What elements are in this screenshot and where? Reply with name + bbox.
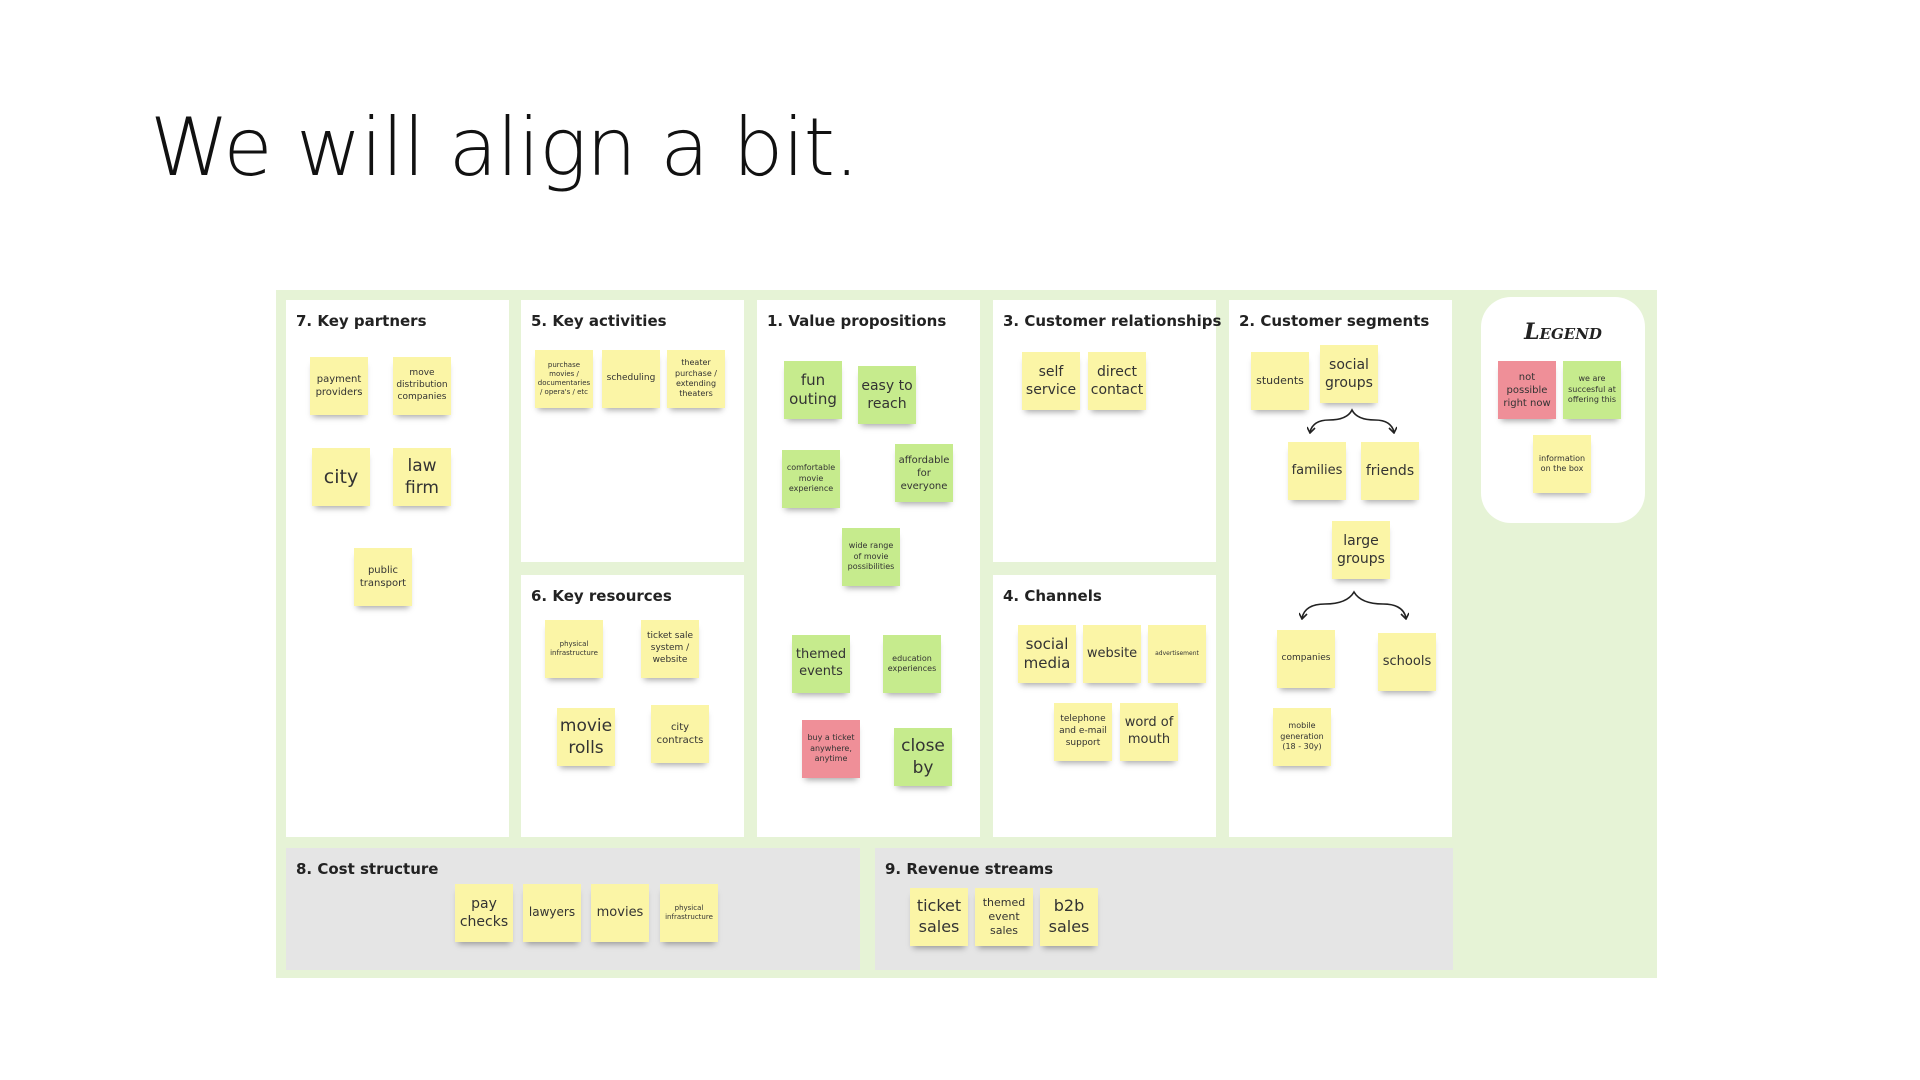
sticky-note[interactable]: advertisement [1148, 625, 1206, 683]
legend: Legend not possible right now we are suc… [1481, 297, 1645, 523]
sticky-note[interactable]: move distribution companies [393, 357, 451, 415]
sticky-note[interactable]: b2b sales [1040, 888, 1098, 946]
sticky-note[interactable]: public transport [354, 548, 412, 606]
legend-note-red: not possible right now [1498, 361, 1556, 419]
legend-note-green: we are succesful at offering this [1563, 361, 1621, 419]
panel-title: 6. Key resources [531, 587, 672, 605]
sticky-note[interactable]: ticket sales [910, 888, 968, 946]
sticky-note[interactable]: schools [1378, 633, 1436, 691]
sticky-note[interactable]: direct contact [1088, 352, 1146, 410]
sticky-note[interactable]: purchase movies / documentaries / opera'… [535, 350, 593, 408]
sticky-note[interactable]: telephone and e-mail support [1054, 703, 1112, 761]
sticky-note[interactable]: wide range of movie possibilities [842, 528, 900, 586]
panel-key-partners: 7. Key partners payment providers move d… [286, 300, 509, 837]
legend-title: Legend [1524, 319, 1602, 345]
panel-title: 1. Value propositions [767, 312, 947, 330]
sticky-note[interactable]: movie rolls [557, 708, 615, 766]
sticky-note[interactable]: companies [1277, 630, 1335, 688]
panel-title: 4. Channels [1003, 587, 1102, 605]
sticky-note[interactable]: students [1251, 352, 1309, 410]
sticky-note[interactable]: comfortable movie experience [782, 450, 840, 508]
sticky-note[interactable]: city [312, 448, 370, 506]
sticky-note[interactable]: friends [1361, 442, 1419, 500]
sticky-note[interactable]: self service [1022, 352, 1080, 410]
panel-title: 3. Customer relationships [1003, 312, 1222, 330]
sticky-note[interactable]: theater purchase / extending theaters [667, 350, 725, 408]
sticky-note[interactable]: large groups [1332, 521, 1390, 579]
sticky-note[interactable]: payment providers [310, 357, 368, 415]
sticky-note[interactable]: word of mouth [1120, 703, 1178, 761]
sticky-note[interactable]: physical infrastructure [660, 884, 718, 942]
brace-connector [1307, 408, 1397, 434]
sticky-note[interactable]: education experiences [883, 635, 941, 693]
sticky-note[interactable]: city contracts [651, 705, 709, 763]
panel-channels: 4. Channels social media website adverti… [993, 575, 1216, 837]
panel-title: 8. Cost structure [296, 860, 439, 878]
sticky-note[interactable]: easy to reach [858, 366, 916, 424]
sticky-note[interactable]: themed events [792, 635, 850, 693]
sticky-note[interactable]: close by [894, 728, 952, 786]
sticky-note[interactable]: pay checks [455, 884, 513, 942]
sticky-note[interactable]: families [1288, 442, 1346, 500]
panel-key-activities: 5. Key activities purchase movies / docu… [521, 300, 744, 562]
panel-title: 7. Key partners [296, 312, 427, 330]
sticky-note[interactable]: social groups [1320, 345, 1378, 403]
sticky-note[interactable]: movies [591, 884, 649, 942]
sticky-note[interactable]: mobile generation (18 - 30y) [1273, 708, 1331, 766]
sticky-note[interactable]: law firm [393, 448, 451, 506]
panel-key-resources: 6. Key resources physical infrastructure… [521, 575, 744, 837]
sticky-note[interactable]: lawyers [523, 884, 581, 942]
legend-note-yellow: information on the box [1533, 435, 1591, 493]
sticky-note[interactable]: ticket sale system / website [641, 620, 699, 678]
business-model-canvas: 7. Key partners payment providers move d… [276, 290, 1657, 978]
sticky-note[interactable]: social media [1018, 625, 1076, 683]
sticky-note[interactable]: fun outing [784, 361, 842, 419]
panel-customer-relationships: 3. Customer relationships self service d… [993, 300, 1221, 562]
sticky-note[interactable]: scheduling [602, 350, 660, 408]
panel-customer-segments: 2. Customer segments students social gro… [1229, 300, 1452, 837]
panel-revenue-streams: 9. Revenue streams ticket sales themed e… [875, 848, 1453, 970]
panel-title: 9. Revenue streams [885, 860, 1054, 878]
sticky-note[interactable]: themed event sales [975, 888, 1033, 946]
sticky-note[interactable]: physical infrastructure [545, 620, 603, 678]
panel-title: 5. Key activities [531, 312, 667, 330]
panel-value-propositions: 1. Value propositions fun outing easy to… [757, 300, 980, 837]
panel-cost-structure: 8. Cost structure pay checks lawyers mov… [286, 848, 860, 970]
sticky-note[interactable]: website [1083, 625, 1141, 683]
panel-title: 2. Customer segments [1239, 312, 1430, 330]
slide-title: We will align a bit. [150, 101, 859, 194]
sticky-note[interactable]: affordable for everyone [895, 444, 953, 502]
sticky-note[interactable]: buy a ticket anywhere, anytime [802, 720, 860, 778]
brace-connector [1299, 590, 1409, 620]
